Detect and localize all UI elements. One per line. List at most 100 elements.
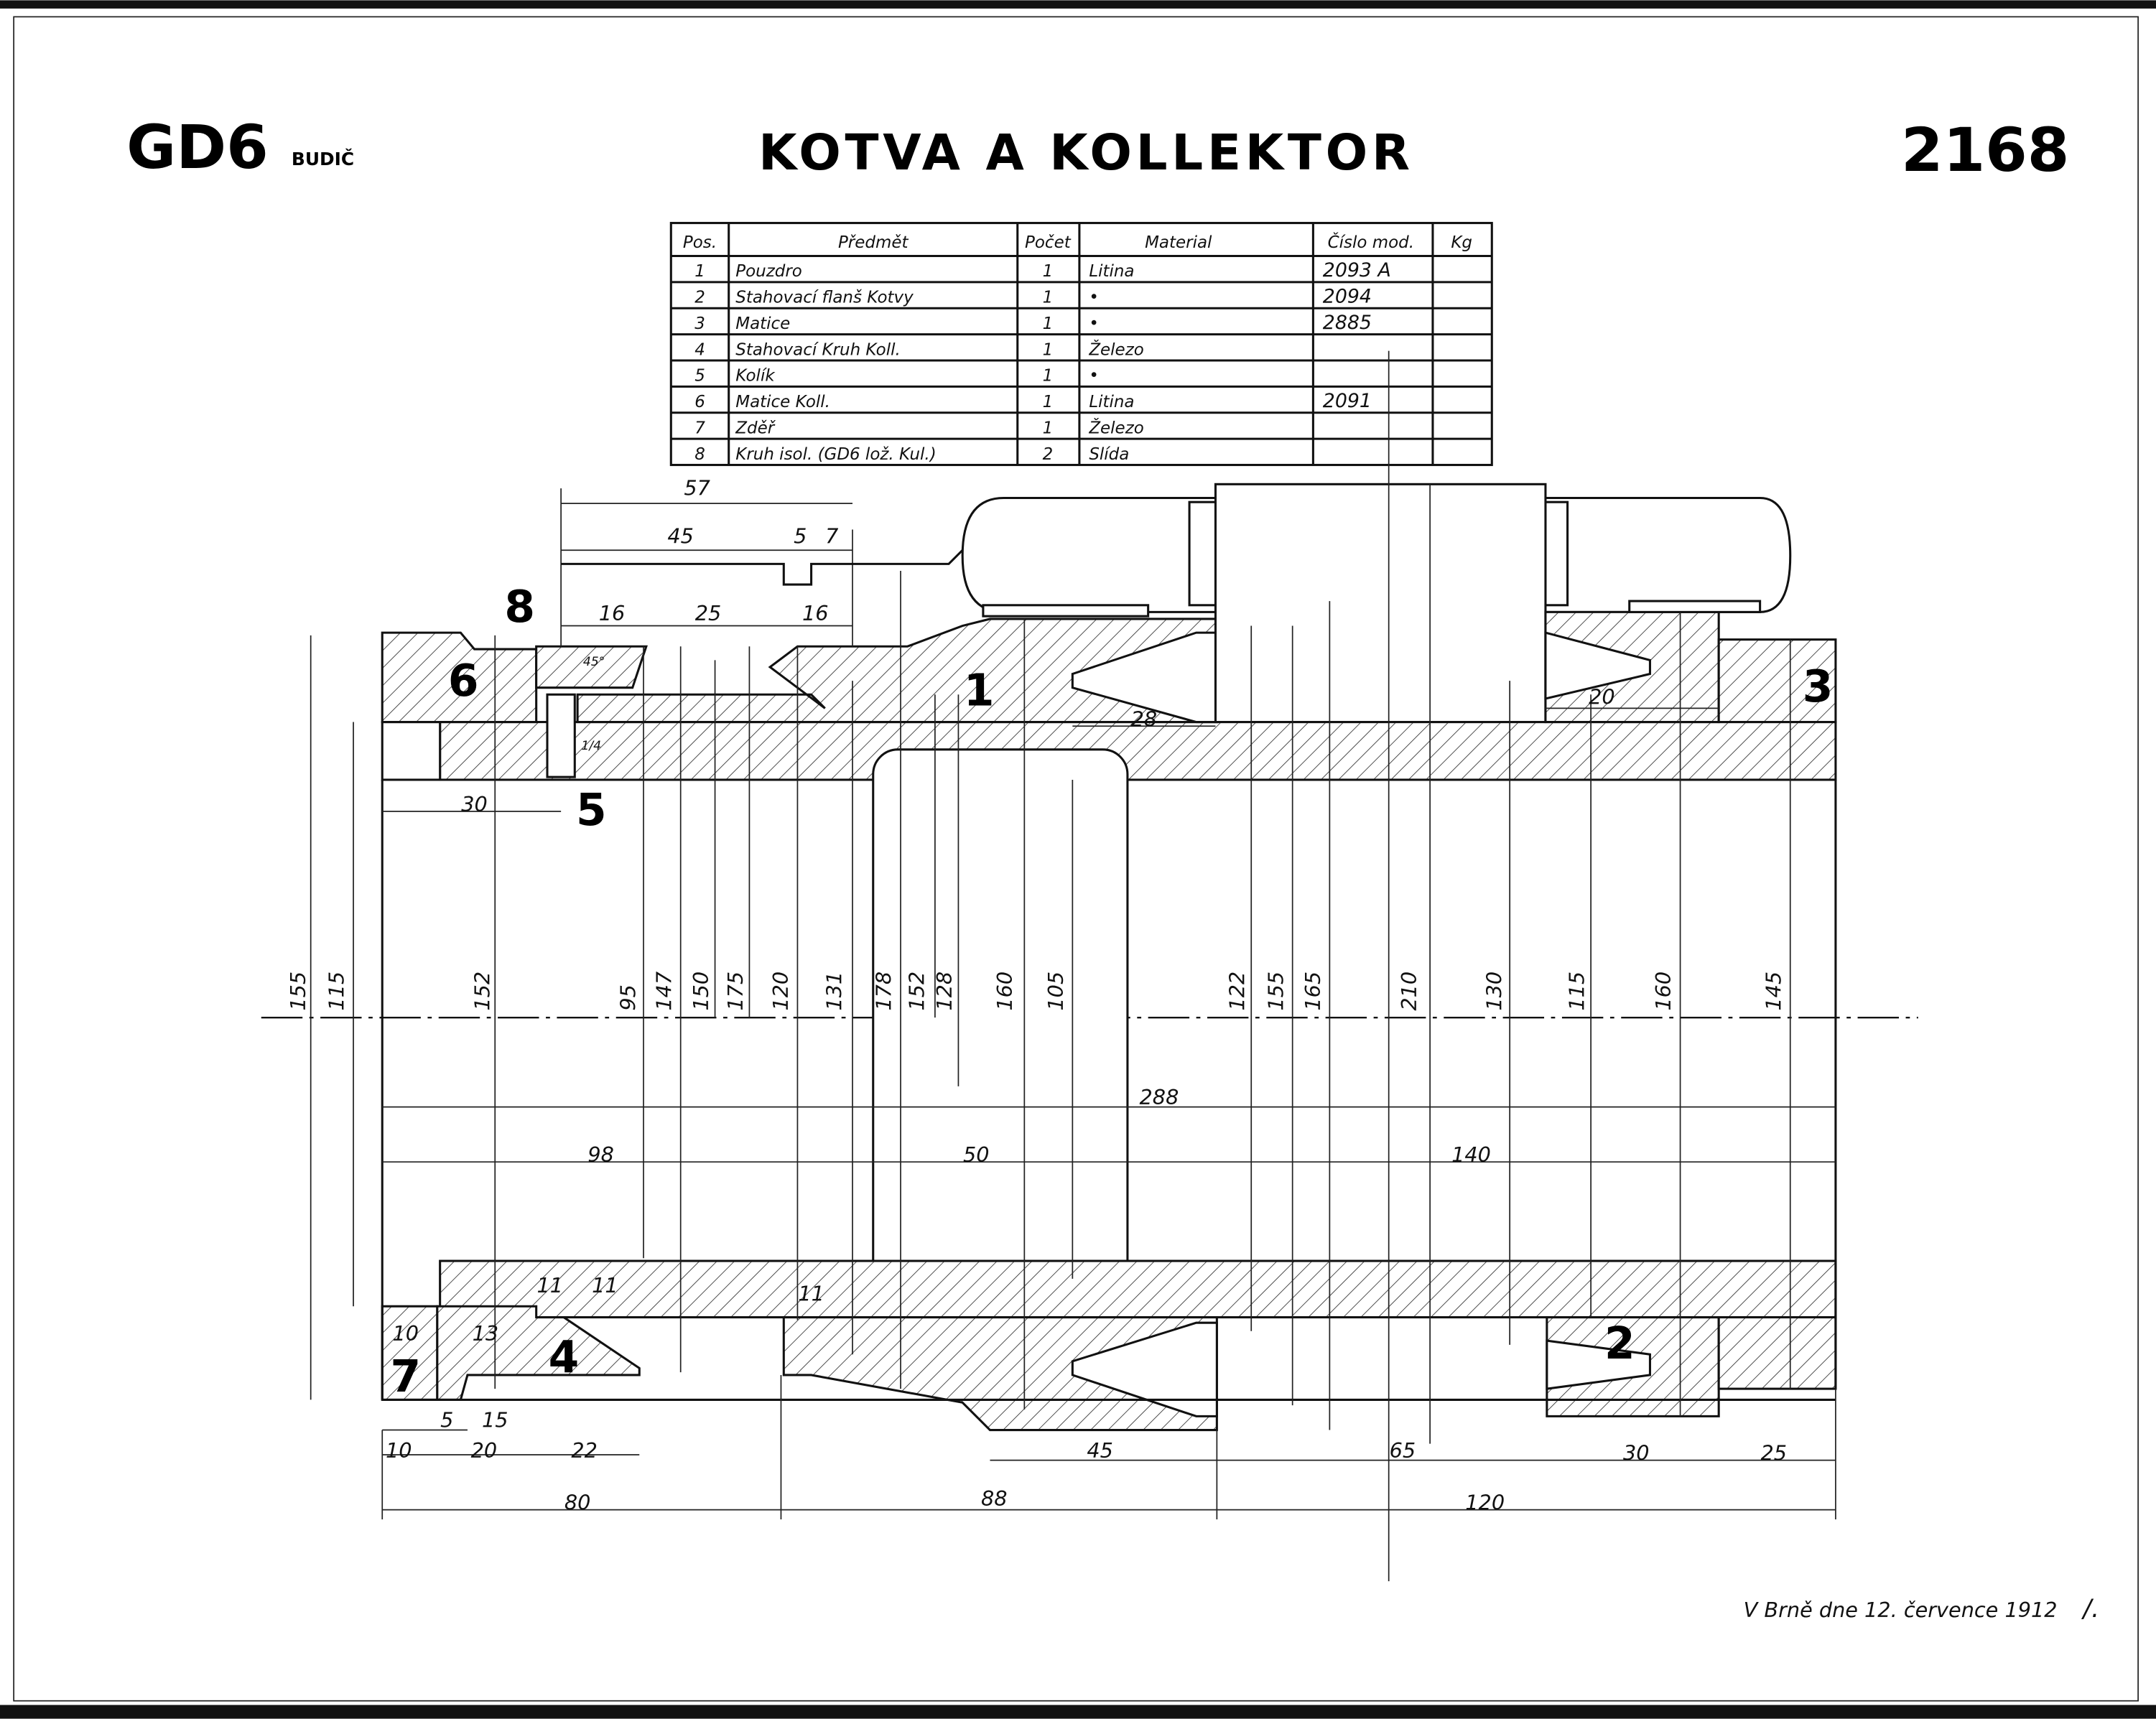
vertical-dimension-label: 155 <box>286 972 310 1011</box>
table-header-cell: Číslo mod. <box>1328 232 1414 252</box>
bottom-edge <box>0 1705 2156 1719</box>
table-cell: • <box>1089 289 1099 307</box>
table-cell: 2 <box>1043 445 1054 464</box>
ferrule-7 <box>381 1305 439 1401</box>
horizontal-dimension-label: 5 <box>440 1408 453 1432</box>
nut-3 <box>1717 638 1837 724</box>
horizontal-dimension-label: 65 <box>1390 1438 1416 1463</box>
horizontal-dimension-label: 45° <box>583 655 605 669</box>
table-cell: 2885 <box>1323 312 1372 334</box>
table-cell: Železo <box>1088 339 1144 359</box>
vertical-dimension-label: 160 <box>993 972 1017 1011</box>
part-marker: 2 <box>1604 1318 1635 1369</box>
horizontal-dimension-label: 20 <box>471 1438 498 1463</box>
horizontal-dimension-label: 57 <box>684 476 710 500</box>
signature-mark: /. <box>2081 1595 2100 1624</box>
pin-5 <box>546 693 576 778</box>
table-cell: Litina <box>1089 393 1134 411</box>
vertical-dimension-label: 115 <box>1565 972 1589 1011</box>
horizontal-dimension-label: 11 <box>798 1282 824 1306</box>
vertical-dimension-label: 178 <box>872 972 896 1011</box>
horizontal-dimension-label: 16 <box>599 601 626 625</box>
horizontal-dimension-label: 10 <box>386 1438 412 1463</box>
horizontal-dimension-label: 98 <box>587 1142 614 1167</box>
horizontal-dimension-label: 80 <box>564 1491 591 1515</box>
place-date: V Brně dne 12. července 1912 <box>1744 1598 2058 1622</box>
armature-core <box>1214 483 1547 724</box>
horizontal-dimension-label: 28 <box>1131 707 1158 731</box>
part-marker: 8 <box>504 582 535 633</box>
horizontal-dimension-label: 11 <box>592 1273 618 1298</box>
horizontal-dimension-label: 20 <box>1589 685 1615 709</box>
part-marker: 6 <box>448 656 479 707</box>
part-markers: 86 5 1 3 7 4 2 <box>390 582 1833 1402</box>
table-cell: Zděř <box>735 419 776 437</box>
table-cell: Stahovací flanš Kotvy <box>735 289 914 307</box>
type-code: GD6 <box>126 112 269 182</box>
vertical-dimension-label: 175 <box>723 972 748 1011</box>
horizontal-dimension-label: 25 <box>1760 1441 1787 1466</box>
part-marker: 1 <box>964 666 995 717</box>
drawing-title: KOTVA A KOLLEKTOR <box>758 124 1414 182</box>
vertical-dimension-label: 130 <box>1482 972 1507 1011</box>
vertical-dimension-label: 165 <box>1301 972 1325 1011</box>
vertical-dimension-label: 128 <box>932 972 957 1011</box>
table-cell: • <box>1089 315 1099 333</box>
vertical-dimension-label: 145 <box>1761 972 1785 1011</box>
table-cell: 3 <box>694 315 705 333</box>
vertical-dimension-label: 131 <box>822 972 847 1011</box>
table-cell: 2094 <box>1323 286 1372 308</box>
table-cell: 6 <box>694 393 705 411</box>
table-cell: 1 <box>1043 315 1054 333</box>
table-header-cell: Počet <box>1025 233 1072 252</box>
table-cell: 2093 A <box>1323 259 1391 281</box>
table-cell: Stahovací Kruh Koll. <box>735 340 901 359</box>
horizontal-dimension-label: 22 <box>571 1438 598 1463</box>
table-cell: Slída <box>1089 445 1129 464</box>
vertical-dimension-label: 155 <box>1263 972 1288 1011</box>
horizontal-dimension-label: 120 <box>1465 1491 1505 1515</box>
vertical-dimension-label: 150 <box>689 972 713 1011</box>
table-header-cell: Předmět <box>838 233 909 252</box>
vertical-dimension-label: 160 <box>1651 972 1676 1011</box>
horizontal-dimension-label: 45 <box>1087 1438 1113 1463</box>
horizontal-dimension-label: 45 <box>667 524 694 549</box>
hub-window <box>872 748 1129 1287</box>
table-cell: Kolík <box>735 367 776 386</box>
bottom-section <box>381 779 1837 1432</box>
part-marker: 5 <box>576 785 607 836</box>
vertical-dimension-label: 210 <box>1397 972 1421 1011</box>
table-cell: Matice <box>735 315 790 333</box>
table-cell: 1 <box>1043 289 1054 307</box>
part-marker: 7 <box>390 1351 421 1402</box>
table-header-cell: Material <box>1145 233 1212 252</box>
horizontal-dimension-label: 25 <box>695 601 722 625</box>
vertical-dimension-label: 115 <box>325 972 349 1011</box>
table-cell: 5 <box>694 367 705 386</box>
horizontal-dimension-label: 140 <box>1451 1142 1491 1167</box>
vertical-dimension-label: 152 <box>905 972 929 1011</box>
bushing-top-wall <box>439 721 1837 781</box>
horizontal-dimension-label: 88 <box>981 1486 1008 1511</box>
table-cell: 1 <box>1043 262 1054 281</box>
table-cell: Železo <box>1088 417 1144 437</box>
hub-top <box>576 618 1218 724</box>
vertical-dimension-label: 120 <box>768 972 793 1011</box>
horizontal-dimension-label: 30 <box>1623 1441 1650 1466</box>
part-marker: 4 <box>549 1332 580 1383</box>
horizontal-dimension-label: 7 <box>825 524 838 549</box>
table-cell: 7 <box>694 419 705 437</box>
table-cell: 1 <box>1043 393 1054 411</box>
drawing-number: 2168 <box>1901 115 2069 185</box>
table-cell: 1 <box>1043 340 1054 359</box>
part-marker: 3 <box>1803 661 1834 712</box>
table-cell: 8 <box>694 445 705 464</box>
table-header-cell: Kg <box>1451 233 1472 252</box>
horizontal-dimension-label: 50 <box>963 1142 990 1167</box>
collector-ring-4 <box>436 1305 641 1401</box>
vertical-dimension-label: 95 <box>616 984 641 1011</box>
